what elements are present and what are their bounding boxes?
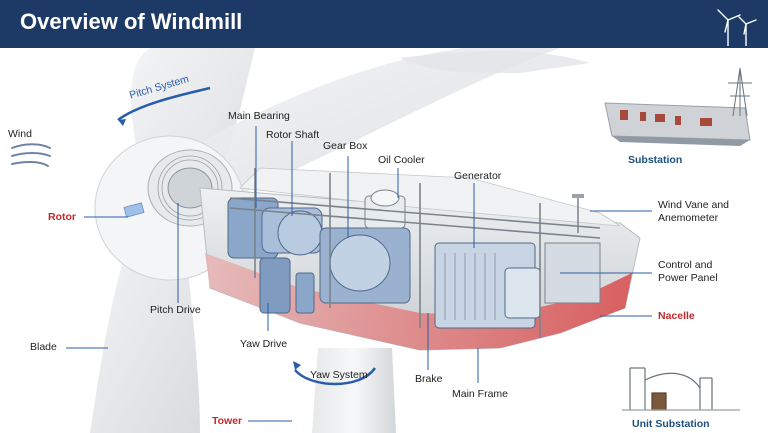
label-rotor-shaft: Rotor Shaft: [266, 129, 320, 141]
substation-illustration: [604, 67, 752, 146]
page-title: Overview of Windmill: [20, 9, 243, 34]
label-oil-cooler: Oil Cooler: [378, 154, 425, 166]
label-tower: Tower: [212, 415, 243, 427]
label-blade: Blade: [30, 341, 57, 353]
label-rotor: Rotor: [48, 211, 76, 223]
blade-bottom: [90, 238, 200, 433]
wind-icon: [11, 143, 51, 167]
label-main-frame: Main Frame: [452, 388, 509, 400]
blade-right: [190, 48, 560, 198]
pitch-system-arrow: [117, 86, 211, 121]
unit-substation-illustration: [622, 367, 740, 411]
wind-turbine-icon: [717, 9, 757, 46]
label-gear-box: Gear Box: [323, 140, 368, 152]
label-control-panel: Control and Power Panel: [658, 259, 718, 284]
label-yaw-drive: Yaw Drive: [240, 338, 288, 350]
label-brake: Brake: [415, 373, 443, 385]
label-pitch-drive: Pitch Drive: [150, 304, 201, 316]
yaw-system-arrow: [294, 367, 377, 386]
turbine-illustration: [11, 48, 752, 433]
yaw-drive-block: [259, 257, 291, 314]
label-generator: Generator: [454, 170, 502, 182]
label-wind: Wind: [8, 128, 32, 140]
header-bar: Overview of Windmill: [0, 0, 768, 48]
label-nacelle: Nacelle: [658, 310, 695, 322]
windmill-diagram: Pitch System Wind Main Bearing Rotor Sha…: [0, 48, 768, 433]
label-main-bearing: Main Bearing: [228, 110, 290, 122]
label-wind-vane: Wind Vane and Anemometer: [658, 199, 730, 224]
label-yaw-system: Yaw System: [310, 369, 368, 381]
label-substation: Substation: [628, 154, 683, 166]
label-unit-substation: Unit Substation: [632, 418, 710, 430]
tower-shape: [312, 348, 396, 433]
